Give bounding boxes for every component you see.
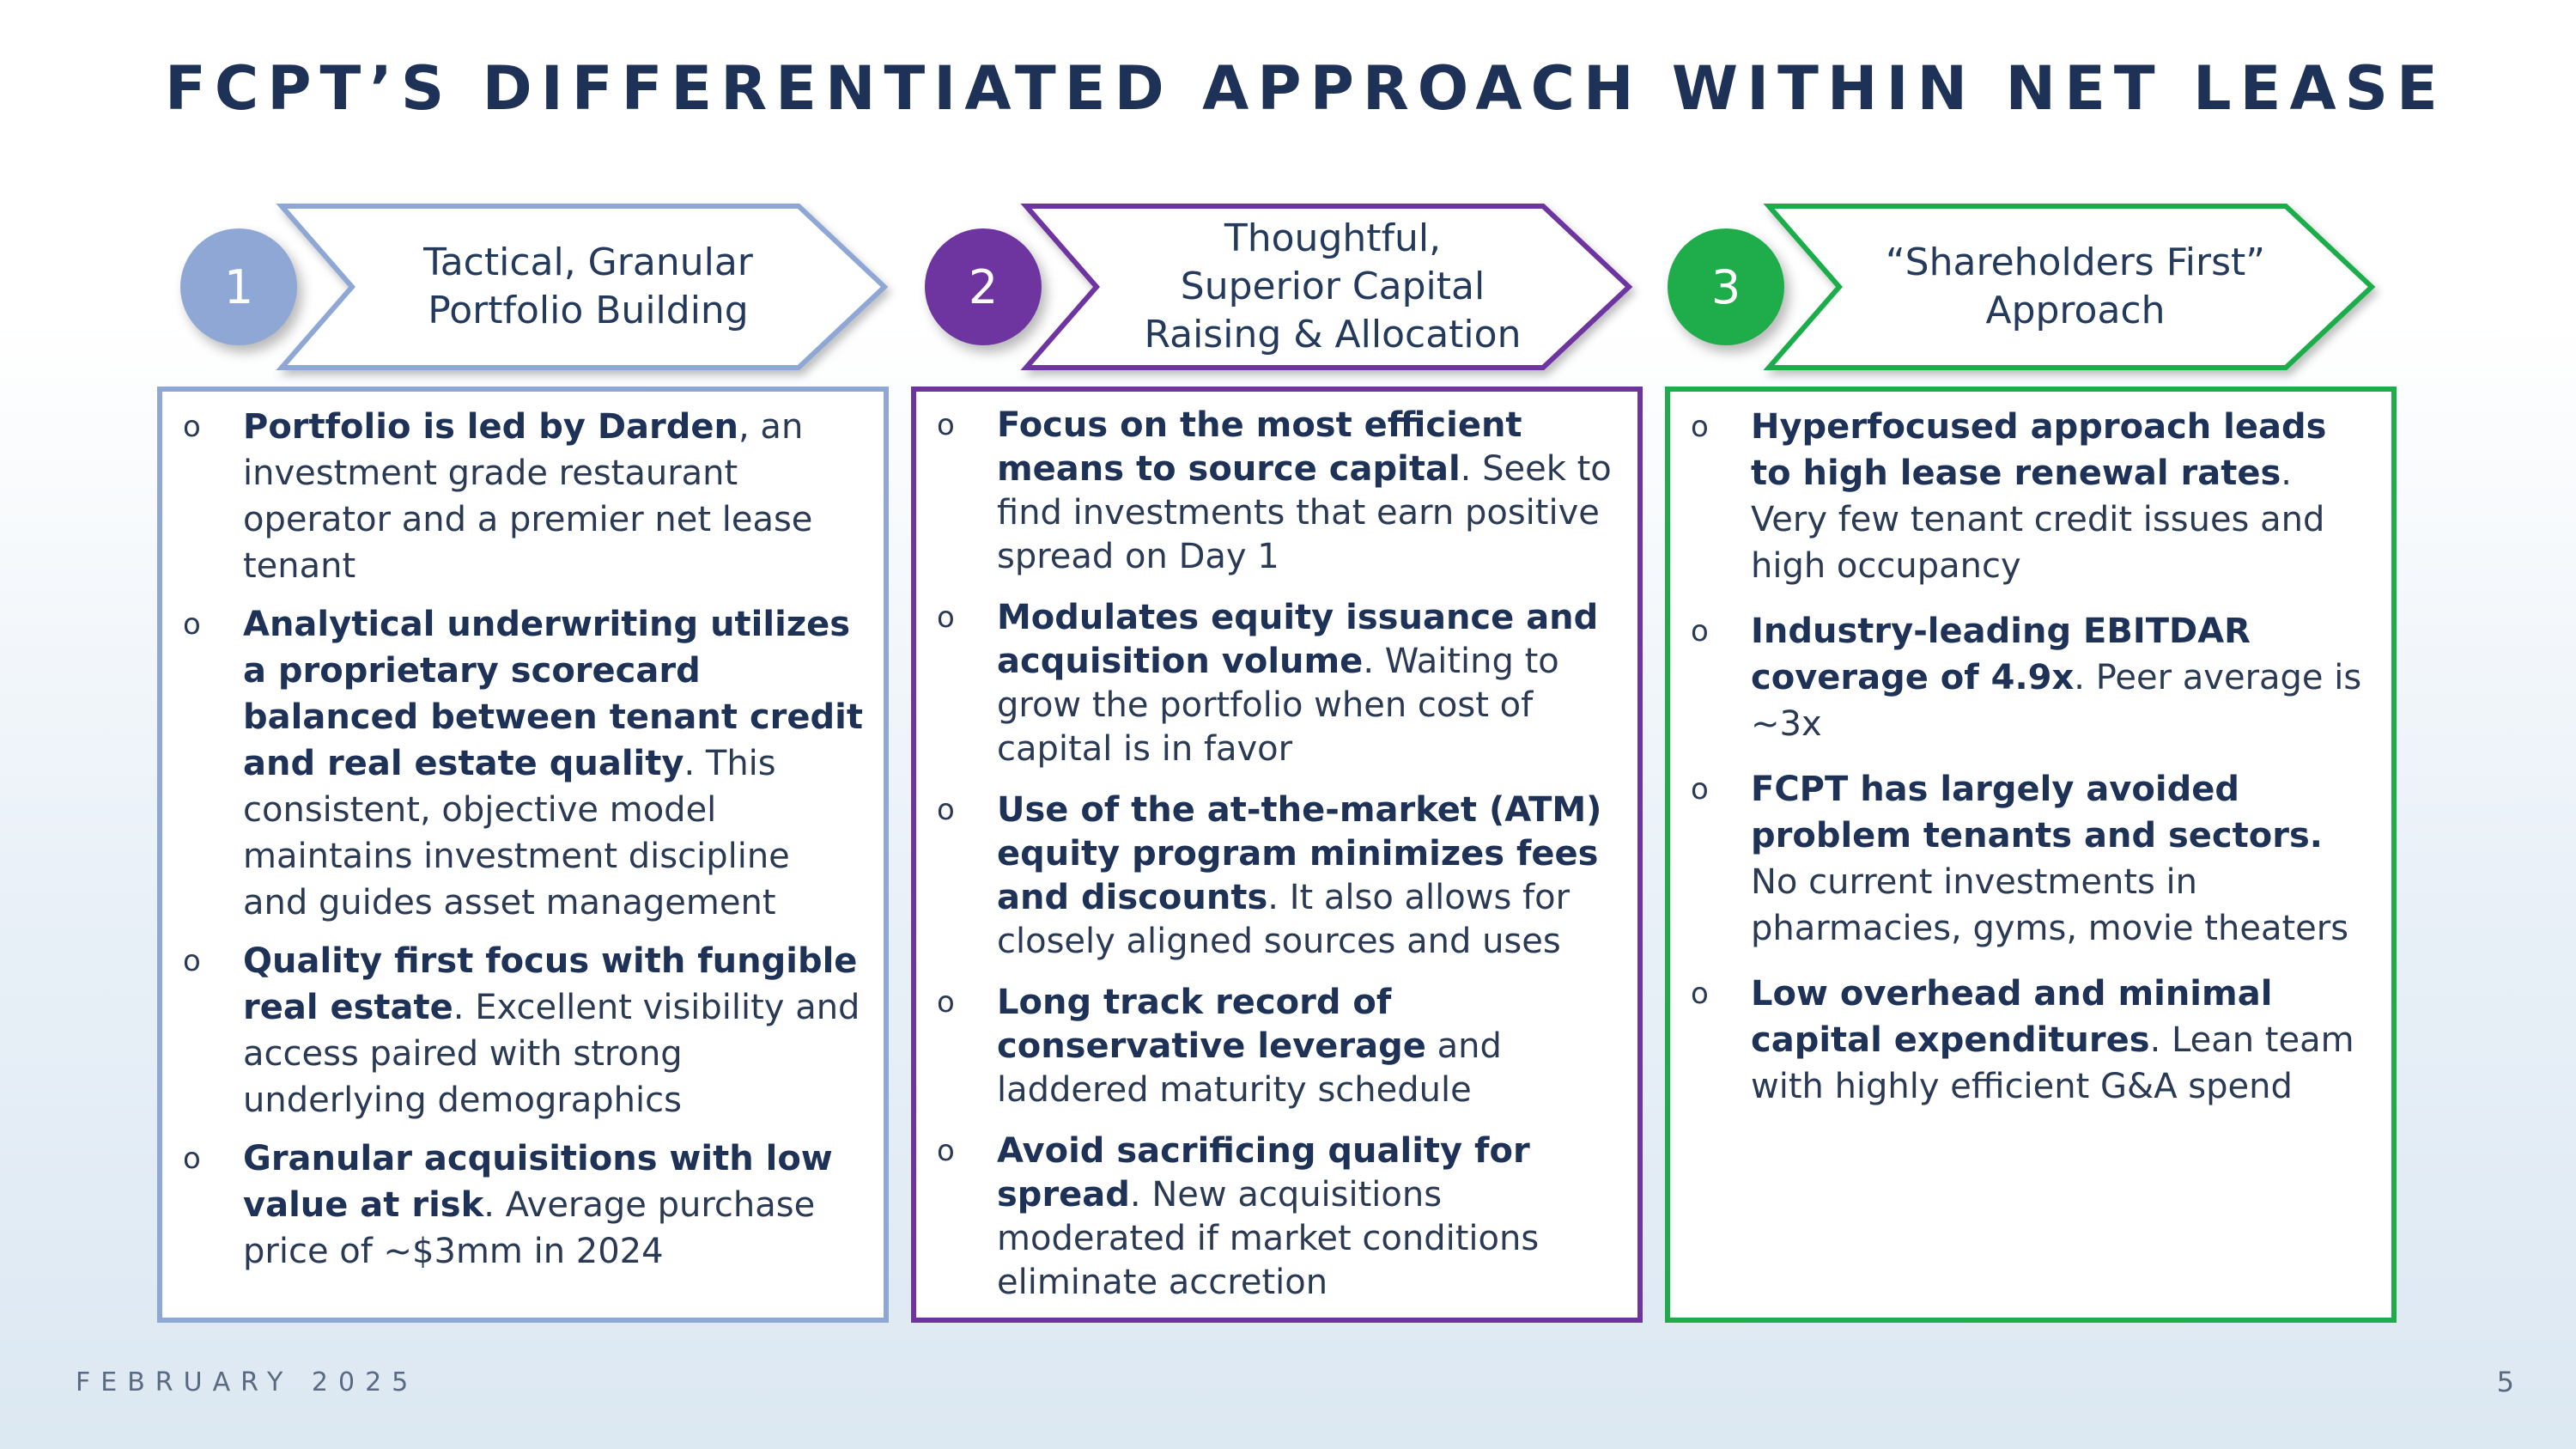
bullet-text: . It also allows for closely aligned sou…: [997, 878, 1571, 961]
footer-date: FEBRUARY 2025: [76, 1367, 419, 1397]
column-2-bullet-list: o Focus on the most efficient means to so…: [916, 404, 1637, 1305]
column-2-title-line: Thoughtful,: [1224, 216, 1442, 260]
column-3-title-line: Approach: [1985, 289, 2166, 332]
column-1-title: Tactical, Granular Portfolio Building: [374, 203, 803, 371]
page-number: 5: [2496, 1366, 2514, 1398]
bullet-text: No current investments in pharmacies, gy…: [1751, 862, 2349, 948]
list-item: o FCPT has largely avoided problem tenant…: [1670, 766, 2391, 952]
step-number-2: 2: [925, 228, 1042, 345]
column-1-bullet-list: o Portfolio is led by Darden, an investme…: [162, 404, 884, 1275]
bullet-bold-text: Focus on the most efficient means to sou…: [997, 405, 1522, 489]
bullet-marker: o: [937, 793, 955, 827]
bullet-bold-text: Quality first focus with fungible real e…: [243, 941, 858, 1027]
bullet-bold-text: FCPT has largely avoided problem tenants…: [1751, 770, 2323, 855]
list-item: o Quality first focus with fungible real …: [162, 938, 884, 1123]
bullet-marker: o: [1691, 772, 1709, 807]
column-1-title-line: Tactical, Granular: [423, 240, 753, 284]
column-3-header: 3 “Shareholders First” Approach: [1668, 203, 2423, 371]
bullet-bold-text: Modulates equity issuance and acquisitio…: [997, 598, 1599, 681]
column-3-title-line: “Shareholders First”: [1885, 240, 2266, 284]
bullet-text: . Excellent visibility and access paired…: [243, 988, 860, 1120]
bullet-marker: o: [183, 410, 201, 444]
bullet-marker: o: [937, 600, 955, 635]
bullet-marker: o: [1691, 977, 1709, 1011]
bullet-bold-text: Long track record of conservative levera…: [997, 983, 1426, 1066]
bullet-bold-text: Granular acquisitions with low value at …: [243, 1139, 833, 1225]
bullet-bold-text: Hyperfocused approach leads to high leas…: [1751, 407, 2327, 493]
bullet-bold-text: Industry-leading EBITDAR coverage of 4.9…: [1751, 612, 2251, 697]
list-item: o Granular acquisitions with low value at…: [162, 1135, 884, 1275]
list-item: o Portfolio is led by Darden, an investme…: [162, 404, 884, 589]
bullet-text: , an investment grade restaurant operato…: [243, 407, 813, 586]
column-2-header: 2 Thoughtful, Superior Capital Raising &…: [925, 203, 1680, 371]
bullet-marker: o: [183, 1142, 201, 1176]
bullet-marker: o: [937, 985, 955, 1020]
step-number-1: 1: [180, 228, 297, 345]
bullet-text: . New acquisitions moderated if market c…: [997, 1175, 1540, 1302]
list-item: o Hyperfocused approach leads to high lea…: [1670, 404, 2391, 589]
bullet-marker: o: [937, 408, 955, 442]
list-item: o Long track record of conservative lever…: [916, 981, 1637, 1112]
column-3-content-box: o Hyperfocused approach leads to high lea…: [1665, 387, 2397, 1323]
bullet-marker: o: [1691, 410, 1709, 444]
bullet-text: . This consistent, objective model maint…: [243, 744, 790, 922]
bullet-marker: o: [937, 1134, 955, 1168]
list-item: o Analytical underwriting utilizes a prop…: [162, 601, 884, 926]
bullet-marker: o: [183, 944, 201, 978]
column-3-title: “Shareholders First” Approach: [1861, 203, 2290, 371]
chevron-arrow-1: [276, 204, 889, 370]
bullet-marker: o: [1691, 614, 1709, 648]
column-2-content-box: o Focus on the most efficient means to so…: [911, 387, 1643, 1323]
bullet-bold-text: Portfolio is led by Darden: [243, 407, 738, 447]
bullet-text: . Waiting to grow the portfolio when cos…: [997, 642, 1559, 769]
bullet-text: . Very few tenant credit issues and high…: [1751, 454, 2325, 586]
list-item: o Modulates equity issuance and acquisiti…: [916, 596, 1637, 771]
bullet-text: . Average purchase price of ~$3mm in 202…: [243, 1185, 816, 1271]
bullet-text: and laddered maturity schedule: [997, 1026, 1502, 1110]
column-2-title-line: Raising & Allocation: [1144, 313, 1522, 356]
column-1-title-line: Portfolio Building: [428, 289, 749, 332]
column-2-title-line: Superior Capital: [1180, 265, 1485, 308]
column-3-bullet-list: o Hyperfocused approach leads to high lea…: [1670, 404, 2391, 1110]
list-item: o Avoid sacrificing quality for spread. N…: [916, 1129, 1637, 1305]
step-number-3: 3: [1668, 228, 1784, 345]
chevron-arrow-3: [1763, 204, 2376, 370]
page-title: FCPT’S DIFFERENTIATED APPROACH WITHIN NE…: [165, 53, 2446, 124]
bullet-bold-text: Use of the at-the-market (ATM) equity pr…: [997, 790, 1602, 917]
chevron-arrow-2: [1020, 204, 1633, 370]
list-item: o Use of the at-the-market (ATM) equity p…: [916, 788, 1637, 964]
column-1-content-box: o Portfolio is led by Darden, an investme…: [157, 387, 889, 1323]
bullet-text: . Lean team with highly efficient G&A sp…: [1751, 1020, 2354, 1106]
bullet-bold-text: Low overhead and minimal capital expendi…: [1751, 974, 2273, 1060]
column-2-title: Thoughtful, Superior Capital Raising & A…: [1118, 203, 1547, 371]
list-item: o Industry-leading EBITDAR coverage of 4.…: [1670, 608, 2391, 747]
bullet-bold-text: Avoid sacrificing quality for spread: [997, 1131, 1530, 1215]
bullet-text: . Peer average is ~3x: [1751, 658, 2362, 744]
list-item: o Low overhead and minimal capital expend…: [1670, 971, 2391, 1110]
bullet-bold-text: Analytical underwriting utilizes a propr…: [243, 605, 863, 783]
bullet-marker: o: [183, 607, 201, 642]
column-1-header: 1 Tactical, Granular Portfolio Building: [180, 203, 936, 371]
bullet-text: . Seek to find investments that earn pos…: [997, 449, 1612, 576]
list-item: o Focus on the most efficient means to so…: [916, 404, 1637, 579]
